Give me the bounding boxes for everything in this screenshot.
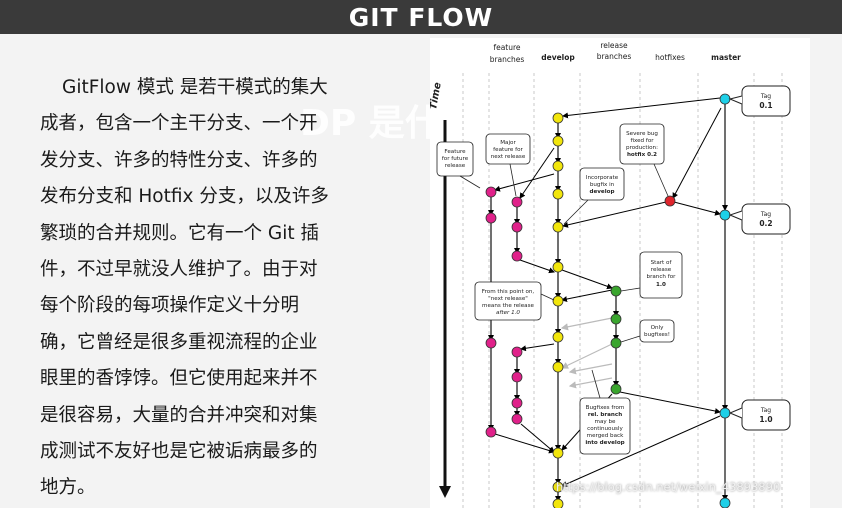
note-only-bugfixes: Only bugfixes! — [620, 319, 675, 343]
tag-0-2: Tag 0.2 — [728, 203, 791, 235]
note-feature-future: Feature for future release — [436, 141, 481, 189]
svg-text:next release: next release — [491, 154, 526, 160]
feature-commit — [511, 397, 523, 409]
svg-text:Tag: Tag — [760, 211, 771, 218]
feature-commit — [485, 212, 497, 224]
time-arrow — [439, 486, 451, 498]
svg-text:Feature: Feature — [444, 149, 466, 155]
feature-commits — [485, 186, 523, 438]
git-flow-svg: feature branches develop release branche… — [430, 41, 791, 508]
svg-text:Start of: Start of — [651, 260, 673, 266]
tag-1-0: Tag 1.0 — [728, 399, 791, 431]
svg-text:0.1: 0.1 — [759, 101, 772, 110]
feature-commit — [511, 250, 523, 262]
col-feature-line2: branches — [490, 55, 525, 64]
svg-text:feature for: feature for — [493, 147, 523, 153]
col-feature-line1: feature — [493, 43, 520, 52]
svg-text:0.2: 0.2 — [759, 219, 772, 228]
note-start-release: Start of release branch for 1.0 — [620, 251, 683, 299]
svg-text:Only: Only — [651, 325, 665, 331]
faded-edges — [560, 317, 613, 389]
feature-commit — [511, 346, 523, 358]
svg-text:bugfix in: bugfix in — [590, 182, 615, 188]
col-release-line1: release — [600, 41, 628, 50]
release-commits — [610, 285, 622, 395]
hotfix-commits — [664, 195, 676, 207]
develop-commit — [552, 221, 564, 233]
develop-commit — [552, 498, 564, 508]
release-commit — [610, 285, 622, 297]
svg-text:production:: production: — [626, 145, 658, 151]
release-commit — [610, 337, 622, 349]
feature-commit — [485, 337, 497, 349]
develop-commit — [552, 188, 564, 200]
svg-text:into develop: into develop — [585, 440, 624, 446]
svg-text:after 1.0: after 1.0 — [496, 310, 520, 316]
develop-commit — [552, 135, 564, 147]
feature-commit — [511, 196, 523, 208]
svg-text:release: release — [445, 163, 466, 169]
svg-text:merged back: merged back — [587, 433, 624, 439]
master-commit — [719, 209, 731, 221]
tag-0-1: Tag 0.1 — [728, 85, 791, 117]
svg-text:1.0: 1.0 — [656, 282, 666, 288]
master-commits — [719, 93, 731, 508]
svg-text:may be: may be — [595, 419, 617, 425]
col-master: master — [711, 53, 741, 62]
feature-commit — [511, 413, 523, 425]
watermark: DP 是什 — [300, 103, 441, 144]
git-flow-diagram: feature branches develop release branche… — [430, 38, 810, 508]
svg-text:release: release — [651, 267, 672, 273]
col-hotfixes: hotfixes — [655, 53, 685, 62]
svg-text:for future: for future — [442, 156, 469, 162]
develop-commit — [552, 112, 564, 124]
develop-commits — [552, 112, 564, 508]
master-commit — [719, 497, 731, 508]
release-commit — [610, 313, 622, 325]
svg-text:Major: Major — [500, 140, 516, 146]
svg-text:branch for: branch for — [647, 274, 677, 280]
svg-text:Bugfixes from: Bugfixes from — [586, 405, 625, 411]
svg-text:continuously: continuously — [587, 426, 623, 432]
note-major-feature: Major feature for next release — [485, 133, 531, 197]
feature-commit — [485, 426, 497, 438]
note-severe-bug: Severe bug fixed for production: hotfix … — [619, 123, 669, 197]
master-commit — [719, 407, 731, 419]
svg-text:fixed for: fixed for — [630, 138, 654, 144]
develop-commit — [552, 447, 564, 459]
svg-text:Tag: Tag — [760, 93, 771, 100]
svg-text:1.0: 1.0 — [759, 415, 772, 424]
source-credit: https://blog.csdn.net/weixin_43893890 — [556, 480, 781, 494]
page-title: GIT FLOW — [0, 0, 842, 34]
svg-text:Tag: Tag — [760, 407, 771, 414]
develop-commit — [552, 295, 564, 307]
develop-commit — [552, 481, 564, 493]
feature-commit — [511, 221, 523, 233]
svg-text:hotfix 0.2: hotfix 0.2 — [627, 152, 657, 158]
note-incorporate: Incorporate bugfix in develop — [563, 167, 625, 225]
description-paragraph: GitFlow 模式 是若干模式的集大成者，包含一个主干分支、一个开发分支、许多… — [40, 77, 329, 499]
hotfix-commit — [664, 195, 676, 207]
col-develop: develop — [541, 53, 575, 62]
svg-text:means the release: means the release — [482, 303, 534, 309]
note-from-this-point: From this point on, "next release" means… — [474, 281, 555, 321]
develop-commit — [552, 261, 564, 273]
time-label: Time — [430, 81, 444, 110]
develop-commit — [552, 331, 564, 343]
svg-text:From this point on,: From this point on, — [482, 289, 535, 295]
develop-commit — [552, 160, 564, 172]
svg-text:rel. branch: rel. branch — [588, 412, 622, 418]
develop-commit — [552, 361, 564, 373]
svg-text:develop: develop — [589, 189, 614, 195]
svg-text:Incorporate: Incorporate — [586, 175, 619, 181]
feature-commit — [511, 371, 523, 383]
col-release-line2: branches — [597, 52, 632, 61]
svg-text:"next release": "next release" — [488, 296, 528, 302]
note-bugfixes-rel: Bugfixes from rel. branch may be continu… — [579, 369, 631, 455]
svg-text:bugfixes!: bugfixes! — [644, 332, 670, 338]
svg-text:Severe bug: Severe bug — [626, 131, 658, 137]
feature-commit — [485, 186, 497, 198]
master-commit — [719, 93, 731, 105]
release-commit — [610, 383, 622, 395]
